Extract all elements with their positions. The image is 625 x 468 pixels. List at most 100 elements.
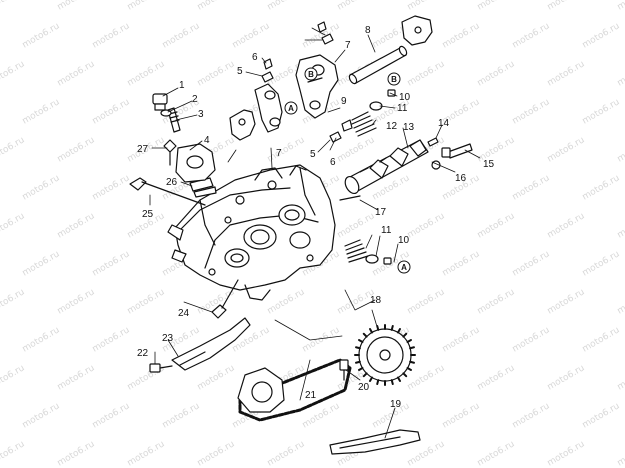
watermark-text: moto6.ru [476, 211, 517, 240]
sprocket-tooth [362, 372, 368, 378]
watermark-text: moto6.ru [406, 211, 447, 240]
watermark-text: moto6.ru [581, 249, 622, 278]
watermark-text: moto6.ru [126, 0, 167, 13]
callout-5: 5 [237, 66, 243, 77]
sprocket-tooth [390, 325, 394, 331]
watermark-text: moto6.ru [266, 0, 307, 13]
watermark-text: moto6.ru [511, 249, 552, 278]
callout-25: 25 [142, 209, 154, 220]
watermark-text: moto6.ru [511, 325, 552, 354]
watermark-text: moto6.ru [441, 249, 482, 278]
watermark-text: moto6.ru [616, 135, 625, 164]
watermark-text: moto6.ru [0, 135, 26, 164]
callout-2: 2 [192, 94, 198, 105]
callout-labels: 1 2 3 4 5 6 7 8 9 10 11 12 13 14 15 16 1… [137, 25, 495, 410]
adjuster-nut [261, 33, 342, 143]
valve-spring-lower [344, 239, 369, 263]
sprocket-tooth [406, 339, 412, 343]
watermark-text: moto6.ru [21, 21, 62, 50]
watermark-text: moto6.ru [91, 21, 132, 50]
intake-manifold [175, 143, 216, 183]
exhaust-valve [211, 279, 239, 319]
watermark-text: moto6.ru [0, 439, 26, 468]
callout-19: 19 [390, 399, 402, 410]
watermark-text: moto6.ru [476, 287, 517, 316]
callout-11: 11 [397, 103, 408, 114]
chain-guide-lower [329, 429, 421, 455]
watermark-text: moto6.ru [91, 97, 132, 126]
watermark-text: moto6.ru [441, 401, 482, 430]
callout-21: 21 [305, 390, 317, 401]
camshaft-sprocket-bolt [441, 143, 473, 159]
watermark-text: moto6.ru [616, 0, 625, 13]
watermark-text: moto6.ru [476, 0, 517, 13]
callout-27: 27 [137, 144, 149, 155]
watermark-text: moto6.ru [91, 249, 132, 278]
watermark-text: moto6.ru [511, 401, 552, 430]
watermark-text: moto6.ru [161, 21, 202, 50]
watermark-text: moto6.ru [266, 439, 307, 468]
marker-a-2: A [401, 263, 407, 272]
cam-sprocket [354, 324, 416, 386]
watermark-text: moto6.ru [441, 325, 482, 354]
watermark-text: moto6.ru [126, 287, 167, 316]
watermark-text: moto6.ru [21, 325, 62, 354]
callout-11b: 11 [381, 225, 392, 236]
watermark-text: moto6.ru [266, 287, 307, 316]
watermark-text: moto6.ru [91, 325, 132, 354]
watermark-text: moto6.ru [21, 249, 62, 278]
watermark-text: moto6.ru [511, 173, 552, 202]
union-bolt [152, 93, 168, 111]
callout-13: 13 [403, 122, 415, 133]
watermark-text: moto6.ru [21, 97, 62, 126]
watermark-text: moto6.ru [546, 135, 587, 164]
sprocket-tooth [355, 346, 361, 350]
watermark-text: moto6.ru [616, 287, 625, 316]
callout-8: 8 [365, 25, 371, 36]
cylinder-head [167, 164, 336, 301]
callout-4: 4 [204, 135, 210, 146]
callout-10: 10 [399, 92, 411, 103]
sprocket-tooth [409, 360, 415, 364]
sprocket-tooth [397, 328, 401, 334]
watermark-text: moto6.ru [196, 59, 237, 88]
sprocket-tooth [402, 332, 408, 338]
watermark-text: moto6.ru [581, 325, 622, 354]
marker-letters: A A B B [288, 70, 407, 272]
sprocket-tooth [397, 376, 401, 382]
watermark-text: moto6.ru [21, 401, 62, 430]
rocker-arm-left [254, 83, 283, 133]
watermark-text: moto6.ru [581, 173, 622, 202]
watermark-text: moto6.ru [196, 363, 237, 392]
watermark-text: moto6.ru [511, 97, 552, 126]
watermark-text: moto6.ru [336, 211, 377, 240]
watermark-text: moto6.ru [476, 363, 517, 392]
watermark-text: moto6.ru [301, 325, 342, 354]
watermark-text: moto6.ru [616, 211, 625, 240]
watermark-text: moto6.ru [0, 59, 26, 88]
watermark-text: moto6.ru [0, 287, 26, 316]
marker-b-2: B [391, 75, 397, 84]
watermark-text: moto6.ru [546, 439, 587, 468]
watermark-text: moto6.ru [21, 173, 62, 202]
watermark-text: moto6.ru [56, 135, 97, 164]
callout-1: 1 [179, 80, 185, 91]
watermark-text: moto6.ru [546, 59, 587, 88]
sprocket-tooth [369, 328, 373, 334]
sprocket-tooth [358, 339, 364, 343]
watermark-text: moto6.ru [546, 0, 587, 13]
watermark-text: moto6.ru [161, 401, 202, 430]
watermark-text: moto6.ru [196, 0, 237, 13]
watermark-text: moto6.ru [0, 0, 26, 13]
watermark-text: moto6.ru [406, 0, 447, 13]
valve-stem-seal [189, 177, 217, 198]
watermark-text: moto6.ru [91, 401, 132, 430]
watermark-text: moto6.ru [476, 439, 517, 468]
callout-6b: 6 [330, 157, 336, 168]
watermark-text: moto6.ru [56, 59, 97, 88]
callout-17: 17 [375, 207, 387, 218]
watermark-text: moto6.ru [406, 439, 447, 468]
callout-23: 23 [162, 333, 174, 344]
watermark-text: moto6.ru [0, 211, 26, 240]
callout-15: 15 [483, 159, 495, 170]
